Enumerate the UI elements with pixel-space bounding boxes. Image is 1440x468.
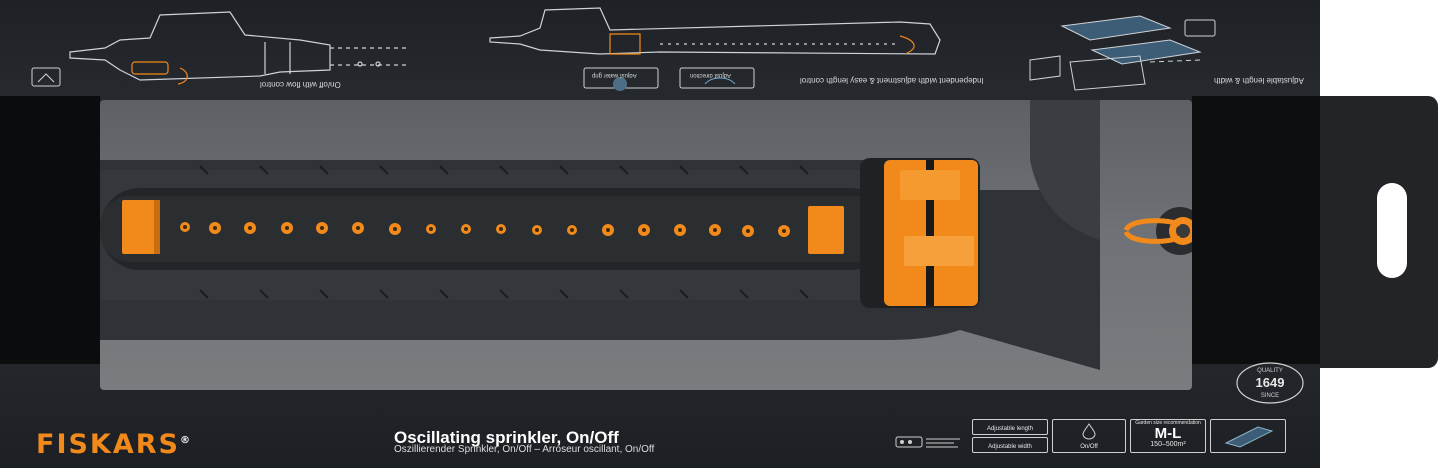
- window-frame-left: [0, 96, 100, 364]
- caption-adjustable-size: Adjustable length & width: [1214, 76, 1304, 85]
- product-subtitle: Oszillierender Sprinkler, On/Off – Arros…: [394, 444, 655, 455]
- window-frame-right: [1192, 96, 1320, 364]
- caption-width-length: Independent width adjustment & easy leng…: [800, 76, 984, 85]
- feature-illustrations: [31, 7, 1216, 91]
- grip-badge: [583, 67, 755, 91]
- fiskars-logo: FISKARS®: [36, 429, 192, 460]
- seal-label: QUALITY: [1257, 368, 1283, 374]
- caption-direction: Adjust direction: [690, 72, 732, 78]
- adjustable-width-label: Adjustable width: [988, 444, 1032, 450]
- fiskars-logo-text: FISKARS: [36, 429, 180, 460]
- registered-mark-icon: ®: [180, 435, 192, 446]
- water-drop-icon: [1082, 423, 1096, 440]
- icon-adjustable-width: Adjustable width: [972, 437, 1048, 453]
- sprinkler-product: [100, 100, 1192, 370]
- adjustable-length-label: Adjustable length: [986, 426, 1034, 432]
- icon-adjustable-length: Adjustable length: [972, 419, 1048, 435]
- slider-left: [122, 200, 160, 254]
- direction-illustration: [489, 7, 941, 55]
- seal-code: 1649: [1256, 375, 1285, 390]
- product-mini-icon: [895, 436, 960, 448]
- garden-size-range: 150–500m²: [1150, 441, 1186, 448]
- product-window: [100, 100, 1192, 390]
- seal-since: SINCE: [1261, 393, 1279, 399]
- icon-garden-size: Garden size recommendation M-L 150–500m²: [1130, 419, 1206, 453]
- on-off-label: On/Off: [1080, 444, 1098, 450]
- hang-hole: [1377, 183, 1407, 278]
- spray-area-icon: [1224, 426, 1274, 448]
- garden-size-caption: Garden size recommendation: [1135, 420, 1201, 426]
- caption-water-grip: Adjust water grip: [592, 72, 637, 78]
- flow-control-illustration: [69, 11, 410, 85]
- icon-spray-area: [1210, 419, 1286, 453]
- exploded-parts-illustration: [1029, 15, 1216, 91]
- quality-seal: QUALITY 1649 SINCE: [1236, 362, 1304, 404]
- icon-on-off: On/Off: [1052, 419, 1126, 453]
- slider-right: [808, 206, 844, 254]
- caption-flow-control: On/off with flow control: [260, 80, 341, 89]
- product-title: Oscillating sprinkler, On/Off: [394, 428, 619, 447]
- on-off-badge: [31, 67, 61, 87]
- garden-size-value: M-L: [1154, 425, 1182, 442]
